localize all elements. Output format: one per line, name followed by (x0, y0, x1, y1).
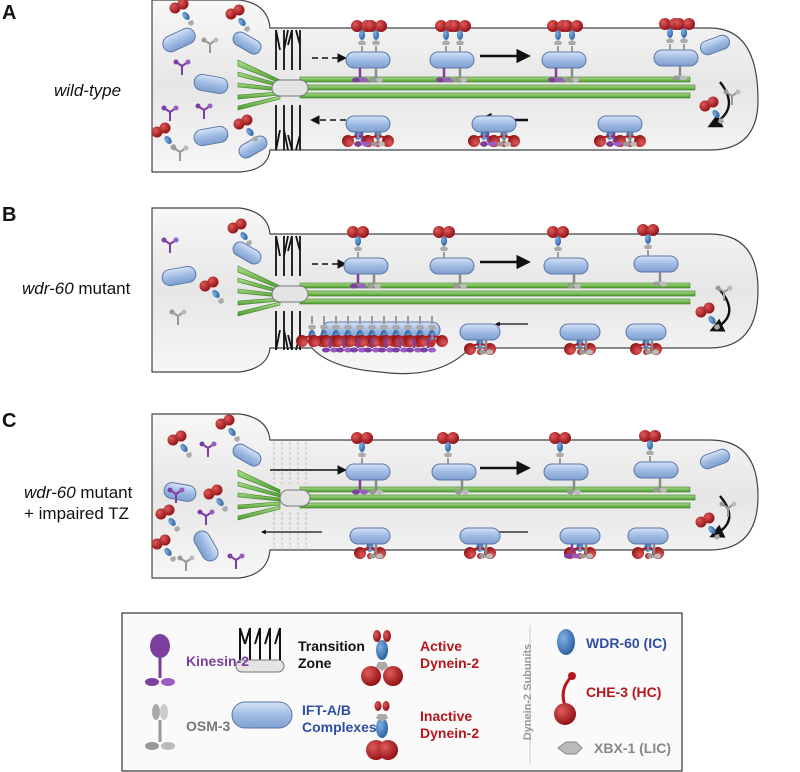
label-wild-type: wild-type (54, 80, 121, 101)
label-wdr60c-italic: wdr-60 (24, 483, 76, 502)
label-impaired-tz: + impaired TZ (24, 504, 130, 523)
ift-trains-anterograde-c (345, 429, 679, 496)
legend-inactive-line2: Dynein-2 (420, 725, 480, 741)
legend-wdr60-icon (557, 629, 575, 655)
ift-trains-retrograde-c (349, 527, 669, 560)
legend (121, 612, 683, 772)
panel-letter-b: B (2, 204, 17, 226)
legend-ift-icon (231, 701, 293, 729)
legend-kinesin-label: Kinesin-2 (186, 653, 250, 669)
legend-che3-label: CHE-3 (HC) (586, 684, 662, 700)
panel-b (151, 207, 759, 375)
legend-xbx1-icon (557, 741, 583, 755)
legend-transition-zone-icon (235, 627, 285, 673)
transition-zone-a (275, 29, 301, 151)
transition-zone-c-impaired (273, 442, 307, 550)
panel-c (151, 413, 759, 579)
label-wdr60-rest: mutant (73, 279, 131, 298)
label-wdr60c-rest: mutant (75, 483, 133, 502)
legend-ift-line1: IFT-A/B (302, 702, 351, 718)
ift-trains-anterograde-a (345, 17, 699, 84)
legend-xbx1-label: XBX-1 (LIC) (594, 740, 671, 756)
legend-che3-icon (554, 672, 576, 725)
legend-active-line1: Active (420, 638, 463, 654)
label-wdr60-mutant: wdr-60 mutant (22, 278, 130, 299)
panel-a (151, 0, 759, 173)
legend-active-line2: Dynein-2 (420, 655, 480, 671)
free-particles-a (151, 0, 742, 162)
legend-ift-line2: Complexes (302, 719, 377, 735)
legend-inactive-dynein-icon (366, 701, 398, 760)
ift-trains-retrograde-a (341, 115, 647, 148)
legend-tz-line2: Zone (298, 655, 332, 671)
legend-tz-label: Transition Zone (298, 638, 365, 672)
legend-osm3-icon (145, 704, 175, 750)
ift-trains-anterograde-b (343, 223, 679, 290)
free-particles-c (151, 414, 738, 572)
accumulated-trains-b (295, 315, 449, 354)
axoneme-c (237, 469, 696, 521)
panel-letter-a: A (2, 2, 17, 24)
legend-ift-label: IFT-A/B Complexes (302, 702, 377, 736)
label-wild-type-italic: wild-type (54, 81, 122, 100)
legend-inactive-line1: Inactive (420, 708, 473, 724)
legend-inactive-dynein-label: Inactive Dynein-2 (420, 708, 479, 742)
legend-tz-line1: Transition (298, 638, 365, 654)
free-particles-b (160, 218, 734, 330)
legend-osm3-label: OSM-3 (186, 718, 231, 734)
legend-kinesin-icon (145, 634, 175, 686)
label-wdr60-impaired-tz: wdr-60 mutant + impaired TZ (24, 482, 132, 524)
axoneme-b (237, 265, 696, 317)
legend-active-dynein-icon (361, 630, 403, 686)
legend-wdr60-label: WDR-60 (IC) (586, 635, 667, 651)
axoneme-a (237, 59, 696, 111)
ift-trains-retrograde-b (459, 323, 667, 356)
legend-active-dynein-label: Active Dynein-2 (420, 638, 479, 672)
panel-letter-c: C (2, 410, 17, 432)
legend-subunits-title: Dynein-2 Subunits (522, 643, 534, 741)
label-wdr60-italic: wdr-60 (22, 279, 74, 298)
transition-zone-b (275, 235, 301, 351)
